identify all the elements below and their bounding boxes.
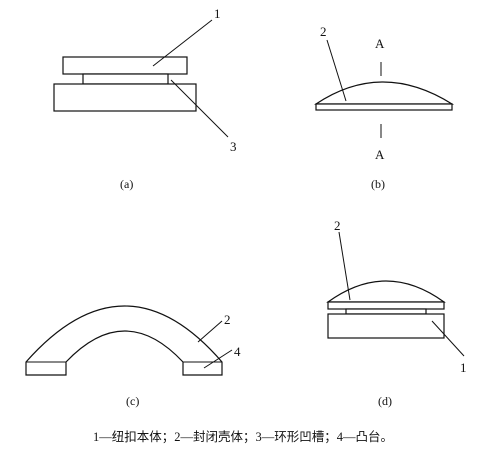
sealed-shell-flange-d	[327, 301, 445, 310]
section-label-bottom: A	[375, 147, 385, 162]
callout-2c: 2	[224, 312, 231, 327]
callout-4: 4	[234, 344, 241, 359]
panel-c-label: (c)	[126, 394, 139, 408]
leader-line-3	[170, 79, 229, 138]
section-label-top: A	[375, 36, 385, 51]
sealed-shell-flange	[315, 103, 453, 111]
leader-line-2c	[197, 320, 223, 343]
button-body-top-plate	[62, 56, 188, 75]
leader-line-1	[152, 19, 213, 67]
button-body-d	[327, 313, 445, 339]
callout-2d: 2	[334, 218, 341, 233]
panel-d-label: (d)	[378, 394, 392, 408]
sealed-shell-dome	[314, 81, 455, 105]
callout-1: 1	[214, 6, 221, 21]
panel-b: 2 A A (b)	[314, 24, 455, 191]
annular-groove-d	[345, 308, 427, 315]
panel-b-label: (b)	[371, 177, 385, 191]
button-body-base	[53, 83, 197, 112]
panel-d: 2 1 (d)	[326, 218, 467, 408]
callout-3: 3	[230, 139, 237, 154]
leader-line-1d	[431, 320, 465, 357]
figure-caption: 1—纽扣本体；2—封闭壳体；3—环形凹槽；4—凸台。	[93, 429, 393, 444]
annular-groove-neck	[82, 73, 169, 85]
leader-line-4	[203, 349, 233, 369]
sealed-shell-arch-section	[25, 305, 223, 376]
callout-1d: 1	[460, 360, 467, 375]
leader-line-2d	[338, 231, 351, 301]
panel-a: 1 3 (a)	[53, 6, 237, 191]
leader-line-2b	[326, 39, 347, 102]
callout-2b: 2	[320, 24, 327, 39]
panel-a-label: (a)	[120, 177, 133, 191]
panel-c: 2 4 (c)	[25, 305, 241, 408]
sealed-shell-dome-d	[326, 280, 446, 303]
